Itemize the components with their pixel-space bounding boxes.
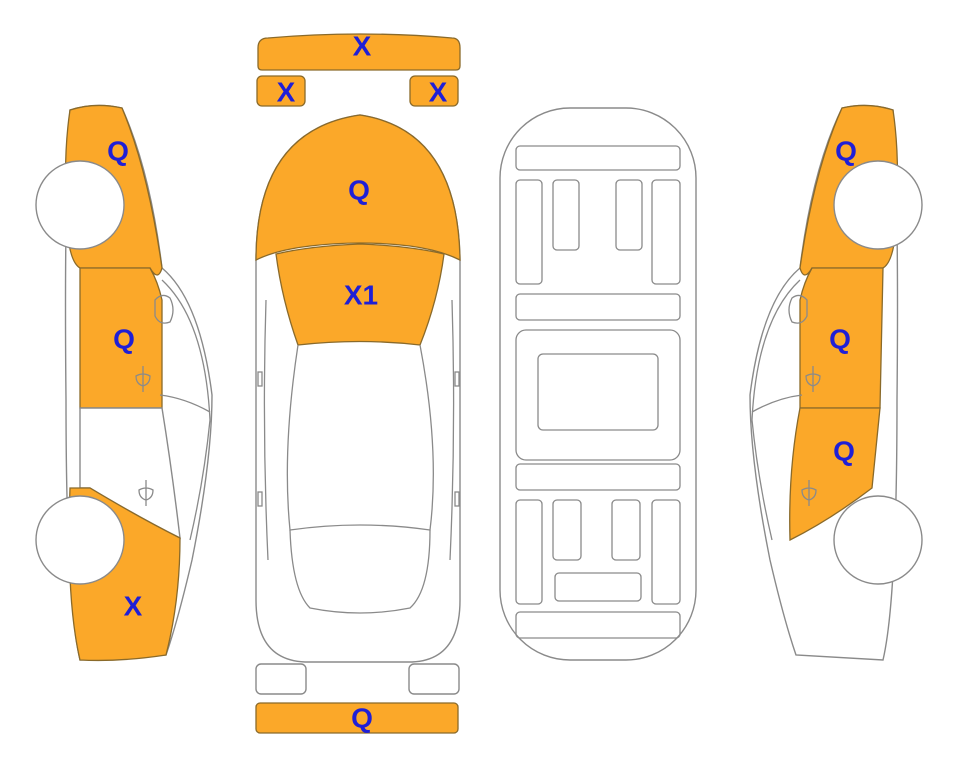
underbody-spare-well <box>554 572 642 602</box>
underbody-outline <box>499 107 697 661</box>
headlight-left-code: X <box>277 77 296 108</box>
left-rear-door-handle <box>138 480 154 506</box>
taillight-left[interactable] <box>255 663 307 695</box>
underbody-front-left-rail <box>515 179 543 285</box>
top-view-right-handle <box>454 491 460 507</box>
front-bumper[interactable] <box>257 33 461 71</box>
top-view-right-mirror <box>454 371 460 387</box>
underbody-front-crossmember <box>515 145 681 171</box>
underbody-floor <box>515 329 681 461</box>
underbody-rear-panel <box>515 611 681 639</box>
rear-bumper-code: Q <box>351 703 373 734</box>
right-rear-door-code: Q <box>833 436 855 467</box>
left-front-door-handle <box>135 366 151 392</box>
left-rear-wheel <box>35 495 125 585</box>
underbody-rear-crossmember <box>515 463 681 491</box>
left-side-mirror <box>154 294 174 324</box>
right-front-wheel <box>833 160 923 250</box>
underbody-rear-left-panel <box>552 499 582 561</box>
top-view-rear-window <box>289 529 431 614</box>
right-rear-door[interactable] <box>789 407 881 542</box>
front-bumper-code: X <box>353 31 372 62</box>
headlight-left[interactable] <box>256 75 306 107</box>
left-front-door-code: Q <box>113 324 135 355</box>
hood-code: Q <box>348 175 370 206</box>
right-side-glass-line <box>751 279 801 541</box>
windshield-code: X1 <box>344 280 378 311</box>
top-view-left-pillar <box>263 299 269 561</box>
underbody-rear-right-panel <box>611 499 641 561</box>
top-view-right-pillar <box>449 299 455 561</box>
right-front-door-code: Q <box>829 324 851 355</box>
underbody-front-right-panel <box>615 179 643 251</box>
underbody-rear-right-rail <box>651 499 681 605</box>
top-view: X X X Q X1 Q <box>255 31 461 734</box>
underbody-mid-crossmember <box>515 293 681 321</box>
left-front-fender-code: Q <box>107 136 129 167</box>
left-side-window-line <box>159 394 211 413</box>
right-side-window-line <box>751 394 803 413</box>
right-front-door-handle <box>805 366 821 392</box>
underbody-front-right-rail <box>651 179 681 285</box>
left-front-wheel <box>35 160 125 250</box>
headlight-right[interactable] <box>409 75 459 107</box>
headlight-right-code: X <box>429 77 448 108</box>
underbody-rear-left-rail <box>515 499 543 605</box>
left-front-door[interactable] <box>79 267 163 409</box>
rear-bumper[interactable] <box>255 702 459 734</box>
right-front-fender-code: Q <box>835 136 857 167</box>
hood[interactable] <box>255 114 461 262</box>
right-side-view: Q Q Q <box>749 104 923 661</box>
underbody-center-panel <box>537 353 659 431</box>
right-rear-door-handle <box>801 480 817 506</box>
left-rear-quarter-code: X <box>124 591 143 622</box>
underbody-view <box>499 107 697 661</box>
top-view-roof <box>286 344 434 531</box>
windshield[interactable] <box>275 243 445 346</box>
left-side-view: Q Q X <box>35 104 213 662</box>
underbody-front-left-panel <box>552 179 580 251</box>
left-side-glass-line <box>161 279 211 541</box>
right-rear-wheel <box>833 495 923 585</box>
top-view-left-mirror <box>257 371 263 387</box>
taillight-right[interactable] <box>408 663 460 695</box>
right-side-mirror <box>788 294 808 324</box>
top-view-left-handle <box>257 491 263 507</box>
